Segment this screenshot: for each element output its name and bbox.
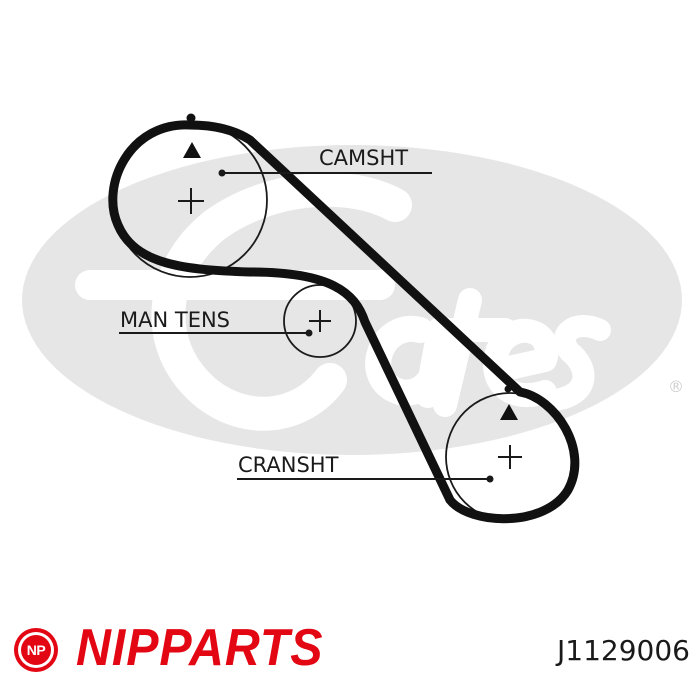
tensioner-label: MAN TENS — [120, 308, 230, 332]
part-number: J1129006 — [557, 634, 690, 667]
timing-belt-diagram: ® CAMSHT MAN TENS CRANSHT — [22, 113, 684, 524]
leader-lines — [119, 169, 494, 483]
logo-text: NP — [21, 635, 51, 665]
timing-belt — [108, 120, 580, 524]
crankshaft-center-cross — [498, 445, 522, 469]
timing-marks — [183, 113, 518, 420]
brand-name: NIPPARTS — [76, 619, 324, 677]
crankshaft-timing-dot — [504, 385, 512, 393]
watermark-letter-s — [544, 315, 611, 411]
tensioner-center-cross — [309, 310, 331, 332]
camshaft-label: CAMSHT — [319, 146, 408, 170]
camshaft-leader-dot — [218, 169, 226, 177]
brand-footer: NP NIPPARTS J1129006 — [0, 604, 700, 700]
crankshaft-leader-dot — [486, 475, 494, 483]
crankshaft-label: CRANSHT — [238, 453, 339, 477]
crankshaft-timing-triangle — [500, 404, 518, 420]
camshaft-center-cross — [178, 188, 204, 214]
pulley-centers — [178, 188, 522, 469]
registered-mark: ® — [668, 377, 684, 396]
logo-ring: NP — [18, 632, 54, 668]
nipparts-logo-icon: NP — [14, 628, 58, 672]
camshaft-timing-dot — [186, 113, 196, 123]
watermark-letter-e — [483, 318, 559, 408]
tensioner-leader-dot — [305, 329, 313, 337]
camshaft-timing-triangle — [183, 142, 201, 158]
